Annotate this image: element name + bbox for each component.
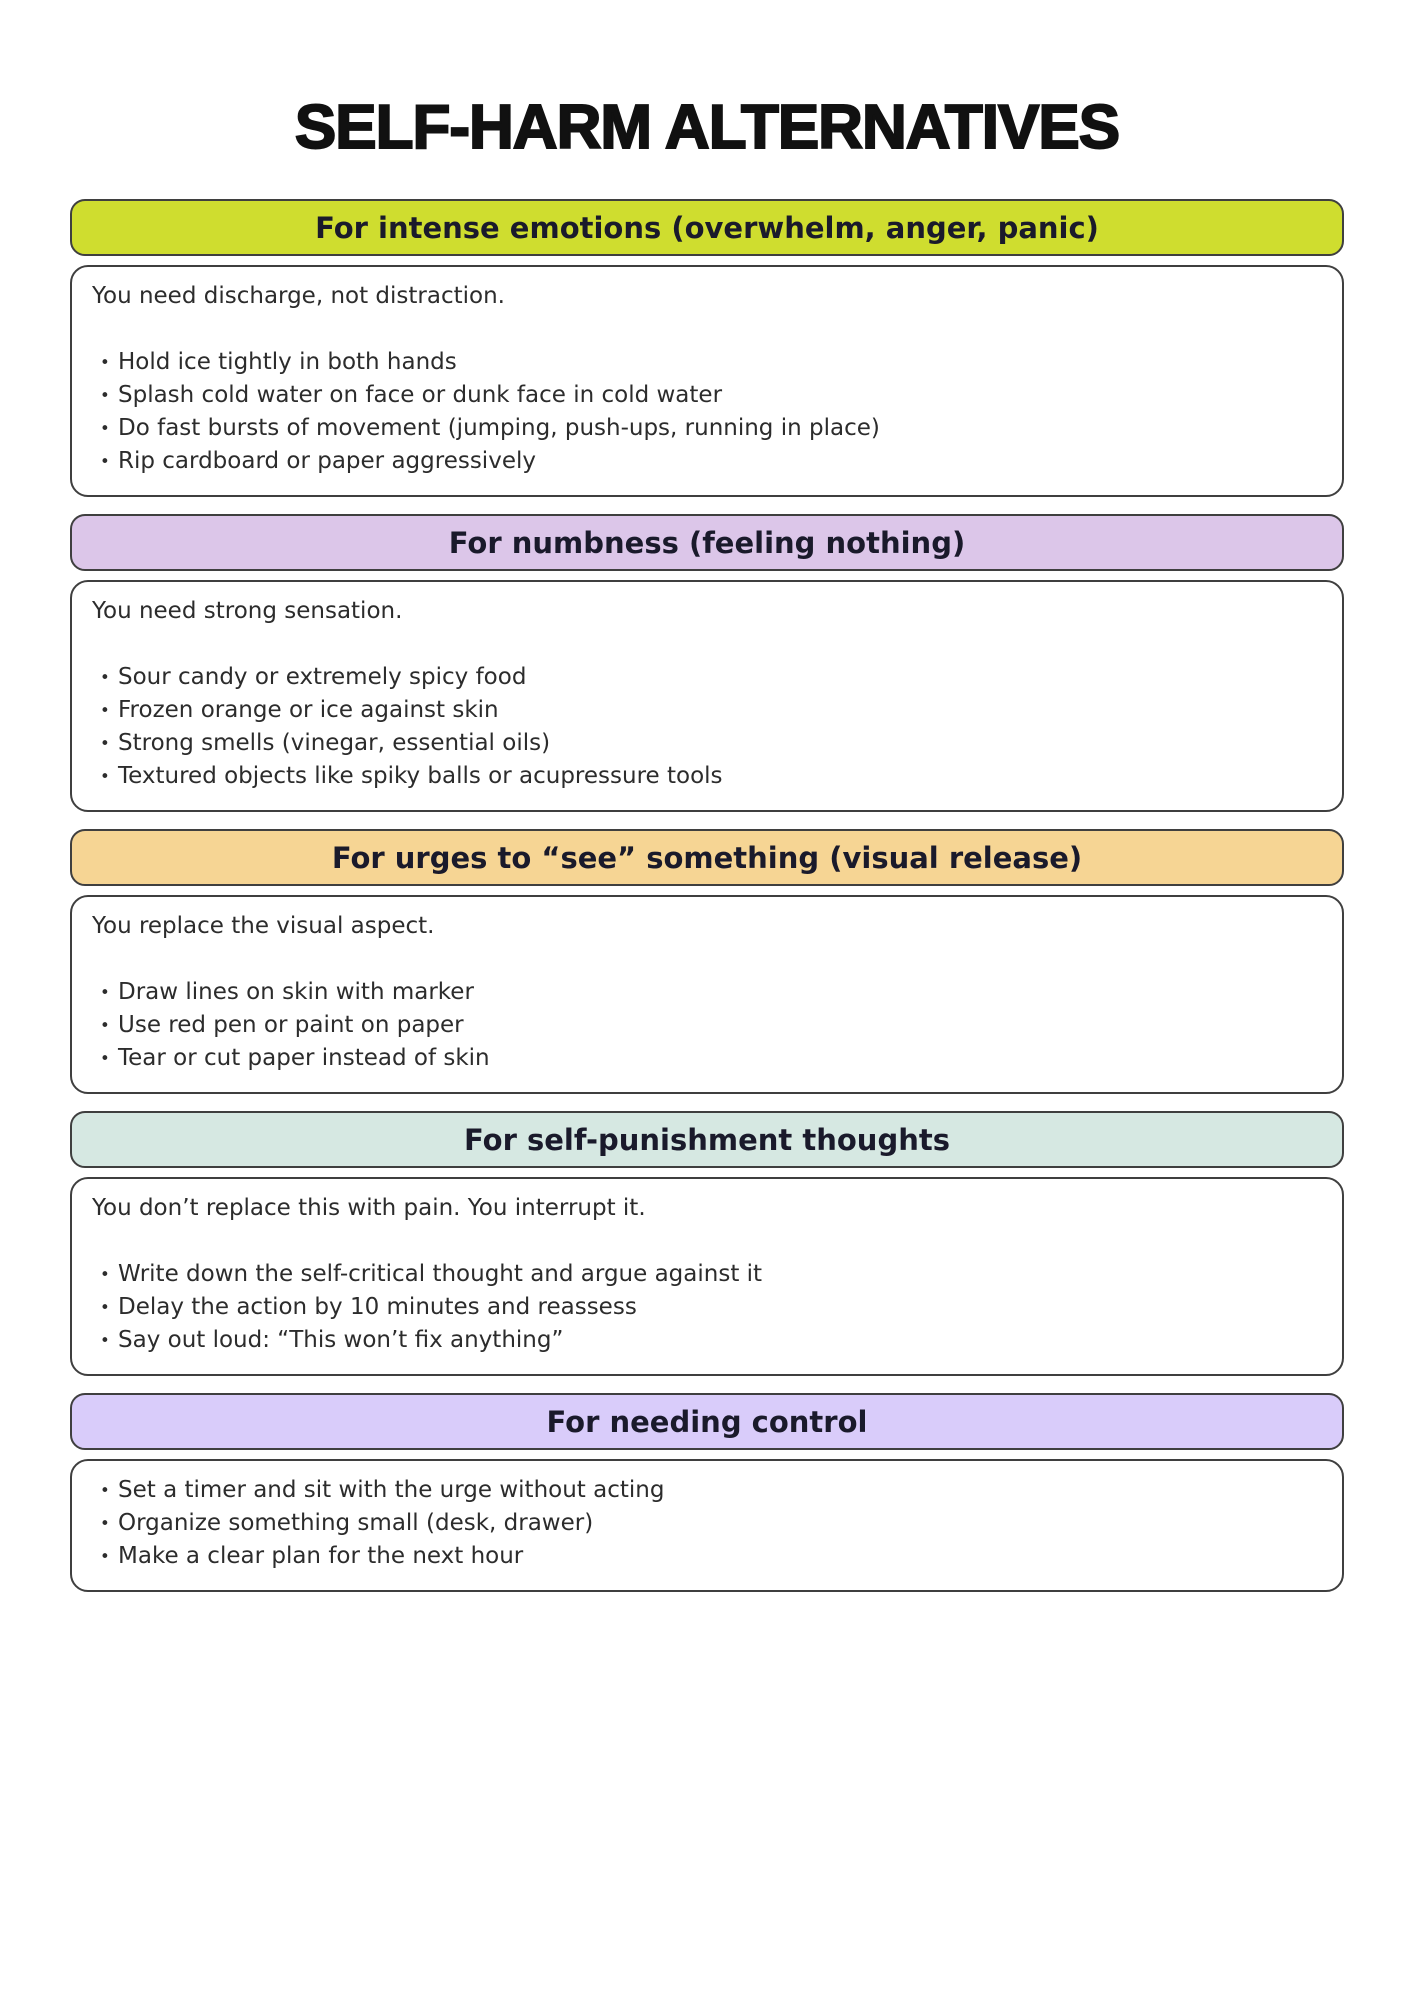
bullet-item: Delay the action by 10 minutes and reass…	[92, 1291, 1322, 1324]
section-header-numbness: For numbness (feeling nothing)	[70, 514, 1344, 571]
section-header-visual-release: For urges to “see” something (visual rel…	[70, 829, 1344, 886]
section-intro: You need discharge, not distraction.	[92, 283, 505, 309]
section-header-self-punishment: For self-punishment thoughts	[70, 1111, 1344, 1168]
bullet-item: Hold ice tightly in both hands	[92, 346, 1322, 379]
section-header-label: For numbness (feeling nothing)	[448, 525, 966, 560]
section-header-label: For self-punishment thoughts	[464, 1122, 950, 1157]
section-header-intense-emotions: For intense emotions (overwhelm, anger, …	[70, 199, 1344, 256]
bullet-item: Frozen orange or ice against skin	[92, 694, 1322, 727]
bullet-list: Draw lines on skin with marker Use red p…	[92, 976, 1322, 1075]
page-title: SELF-HARM ALTERNATIVES	[294, 92, 1121, 163]
section-self-punishment: For self-punishment thoughts You don’t r…	[70, 1111, 1344, 1376]
bullet-item: Set a timer and sit with the urge withou…	[92, 1474, 1322, 1507]
section-header-label: For needing control	[546, 1404, 868, 1439]
bullet-item: Write down the self-critical thought and…	[92, 1258, 1322, 1291]
bullet-item: Draw lines on skin with marker	[92, 976, 1322, 1009]
bullet-item: Say out loud: “This won’t fix anything”	[92, 1324, 1322, 1357]
bullet-item: Tear or cut paper instead of skin	[92, 1042, 1322, 1075]
section-needing-control: For needing control Set a timer and sit …	[70, 1393, 1344, 1592]
bullet-item: Rip cardboard or paper aggressively	[92, 445, 1322, 478]
section-body-intense-emotions: You need discharge, not distraction. Hol…	[70, 265, 1344, 497]
bullet-item: Strong smells (vinegar, essential oils)	[92, 727, 1322, 760]
bullet-item: Do fast bursts of movement (jumping, pus…	[92, 412, 1322, 445]
bullet-item: Make a clear plan for the next hour	[92, 1540, 1322, 1573]
section-intro: You replace the visual aspect.	[92, 913, 435, 939]
section-visual-release: For urges to “see” something (visual rel…	[70, 829, 1344, 1094]
section-body-needing-control: Set a timer and sit with the urge withou…	[70, 1459, 1344, 1592]
bullet-item: Use red pen or paint on paper	[92, 1009, 1322, 1042]
bullet-list: Hold ice tightly in both hands Splash co…	[92, 346, 1322, 478]
bullet-list: Set a timer and sit with the urge withou…	[92, 1474, 1322, 1573]
bullet-list: Write down the self-critical thought and…	[92, 1258, 1322, 1357]
section-body-visual-release: You replace the visual aspect. Draw line…	[70, 895, 1344, 1094]
section-intro: You don’t replace this with pain. You in…	[92, 1195, 646, 1221]
section-header-needing-control: For needing control	[70, 1393, 1344, 1450]
section-numbness: For numbness (feeling nothing) You need …	[70, 514, 1344, 812]
section-body-numbness: You need strong sensation. Sour candy or…	[70, 580, 1344, 812]
section-header-label: For urges to “see” something (visual rel…	[331, 840, 1083, 875]
section-intro: You need strong sensation.	[92, 598, 403, 624]
bullet-list: Sour candy or extremely spicy food Froze…	[92, 661, 1322, 793]
bullet-item: Splash cold water on face or dunk face i…	[92, 379, 1322, 412]
section-header-label: For intense emotions (overwhelm, anger, …	[315, 210, 1099, 245]
bullet-item: Sour candy or extremely spicy food	[92, 661, 1322, 694]
section-body-self-punishment: You don’t replace this with pain. You in…	[70, 1177, 1344, 1376]
bullet-item: Organize something small (desk, drawer)	[92, 1507, 1322, 1540]
bullet-item: Textured objects like spiky balls or acu…	[92, 760, 1322, 793]
section-intense-emotions: For intense emotions (overwhelm, anger, …	[70, 199, 1344, 497]
